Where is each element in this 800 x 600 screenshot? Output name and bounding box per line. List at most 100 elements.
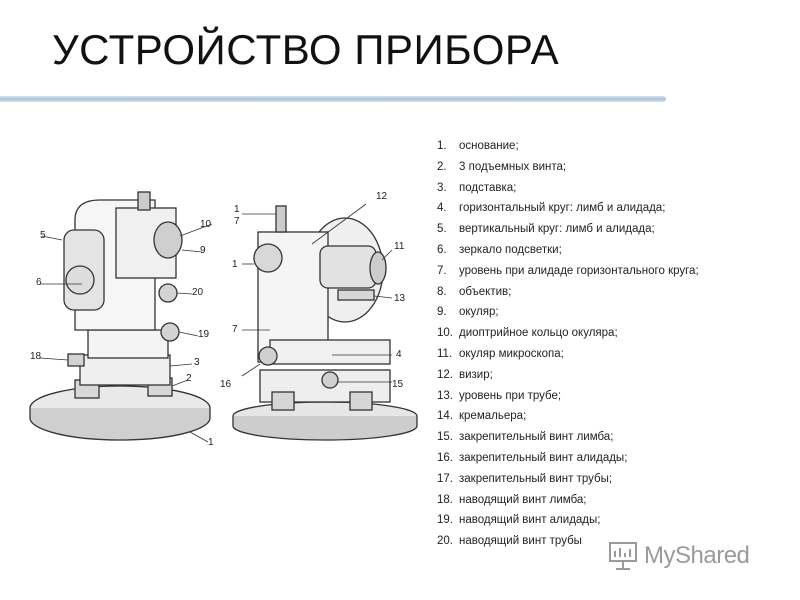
list-item-number: 15. <box>437 431 453 444</box>
left-knob-19 <box>160 322 180 342</box>
list-item-number: 11. <box>437 347 453 360</box>
list-item: 19. наводящий винт алидады; <box>437 510 699 531</box>
list-item-number: 6. <box>437 243 447 256</box>
list-item: 18. наводящий винт лимба; <box>437 490 699 511</box>
callout-left-20: 20 <box>192 287 204 298</box>
list-item-label: уровень при трубе; <box>459 389 562 402</box>
list-item: 6. зеркало подсветки; <box>437 240 699 261</box>
list-item: 16. закрепительный винт алидады; <box>437 448 699 469</box>
right-micrometer-knob <box>253 243 283 273</box>
list-item-label: окуляр микроскопа; <box>459 347 564 360</box>
list-item: 20. наводящий винт трубы <box>437 531 699 552</box>
right-foot-screw-1 <box>271 391 295 411</box>
list-item-number: 10. <box>437 327 453 340</box>
callout-right-1: 1 <box>234 204 240 215</box>
list-item-label: закрепительный винт трубы; <box>459 472 613 485</box>
list-item-label: диоптрийное кольцо окуляра; <box>459 327 618 340</box>
right-telescope <box>319 245 377 289</box>
list-item-number: 13. <box>437 389 453 402</box>
list-item: 17. закрепительный винт трубы; <box>437 469 699 490</box>
left-eyepiece <box>153 221 183 259</box>
list-item-number: 5. <box>437 223 447 236</box>
list-item-label: уровень при алидаде горизонтального круг… <box>459 264 699 277</box>
list-item-label: закрепительный винт алидады; <box>459 451 628 464</box>
list-item-label: вертикальный круг: лимб и алидада; <box>459 223 655 236</box>
callout-left-10: 10 <box>200 219 212 230</box>
list-item-label: основание; <box>459 140 519 152</box>
list-item-label: подставка; <box>459 181 517 194</box>
list-item-number: 14. <box>437 410 453 423</box>
callout-right-13: 13 <box>394 293 406 304</box>
right-level <box>337 289 375 301</box>
right-foot-screw-2 <box>349 391 373 411</box>
presentation-board-icon <box>609 542 637 570</box>
list-item-number: 7. <box>437 264 447 277</box>
list-item: 14.кремальера; <box>437 406 699 427</box>
list-item-label: объектив; <box>459 285 512 298</box>
left-knob-18 <box>67 353 85 367</box>
list-item: 11. окуляр микроскопа; <box>437 344 699 365</box>
callout-left-6: 6 <box>36 277 42 288</box>
myshared-watermark[interactable]: MyShared <box>606 538 766 574</box>
list-item: 12. визир; <box>437 365 699 386</box>
parts-list: 1. основание; 2. 3 подъемных винта; 3. подс… <box>437 136 699 552</box>
list-item-number: 18. <box>437 493 453 506</box>
list-item: 3. подставка; <box>437 178 699 199</box>
left-sight <box>137 191 151 211</box>
list-item: 15. закрепительный винт лимба; <box>437 427 699 448</box>
list-item: 13. уровень при трубе; <box>437 386 699 407</box>
watermark-text: MyShared <box>644 542 750 569</box>
callout-left-1: 1 <box>208 437 214 448</box>
list-item-label: наводящий винт трубы <box>459 535 582 548</box>
list-item: 9. окуляр; <box>437 302 699 323</box>
callout-left-19: 19 <box>198 329 210 340</box>
list-item-number: 17. <box>437 472 453 485</box>
callout-right-15: 15 <box>392 379 404 390</box>
callout-right-12: 12 <box>376 191 388 202</box>
list-item-number: 9. <box>437 306 447 319</box>
list-item-number: 2. <box>437 160 447 173</box>
callout-left-3: 3 <box>194 357 200 368</box>
list-item: 7. уровень при алидаде горизонтального кр… <box>437 261 699 282</box>
list-item-number: 1. <box>437 140 447 152</box>
callout-right-11: 11 <box>394 241 405 252</box>
list-item-number: 20. <box>437 535 453 548</box>
list-item: 1. основание; <box>437 136 699 157</box>
slide-title: УСТРОЙСТВО ПРИБОРА <box>52 26 560 73</box>
right-horizontal-circle <box>269 339 391 365</box>
list-item-label: закрепительный винт лимба; <box>459 431 614 444</box>
callout-left-9: 9 <box>200 245 206 256</box>
callout-left-18: 18 <box>30 351 42 362</box>
list-item-label: горизонтальный круг: лимб и алидада; <box>459 202 666 215</box>
left-tribrach <box>79 354 171 386</box>
callout-left-2: 2 <box>186 373 192 384</box>
list-item: 4.горизонтальный круг: лимб и алидада; <box>437 198 699 219</box>
list-item: 5. вертикальный круг: лимб и алидада; <box>437 219 699 240</box>
list-item-number: 19. <box>437 514 453 527</box>
list-item-label: зеркало подсветки; <box>459 243 562 256</box>
theodolite-figure: 10 5 9 6 20 19 18 3 2 1 1 7 12 11 1 13 7… <box>20 180 420 450</box>
callout-right-7: 7 <box>234 216 240 227</box>
left-knob-20 <box>158 283 178 303</box>
left-mirror <box>65 265 95 295</box>
left-horizontal-circle <box>87 329 169 359</box>
list-item-label: наводящий винт алидады; <box>459 514 601 527</box>
list-item-number: 16. <box>437 451 453 464</box>
list-item: 10. диоптрийное кольцо окуляра; <box>437 323 699 344</box>
list-item-label: 3 подъемных винта; <box>459 160 567 173</box>
callout-right-7b: 7 <box>232 324 238 335</box>
list-item: 2. 3 подъемных винта; <box>437 157 699 178</box>
right-clamp-15 <box>321 371 339 389</box>
callout-left-5: 5 <box>40 230 46 241</box>
title-underline <box>0 96 666 102</box>
right-clamp-16 <box>258 346 278 366</box>
list-item-number: 3. <box>437 181 447 194</box>
right-eyepiece <box>369 251 387 285</box>
list-item-number: 8. <box>437 285 447 298</box>
list-item-label: визир; <box>459 368 493 381</box>
list-item-label: окуляр; <box>459 306 499 319</box>
list-item-number: 12. <box>437 368 453 381</box>
callout-right-16: 16 <box>220 379 232 390</box>
callout-right-4: 4 <box>396 349 402 360</box>
list-item-label: наводящий винт лимба; <box>459 493 587 506</box>
